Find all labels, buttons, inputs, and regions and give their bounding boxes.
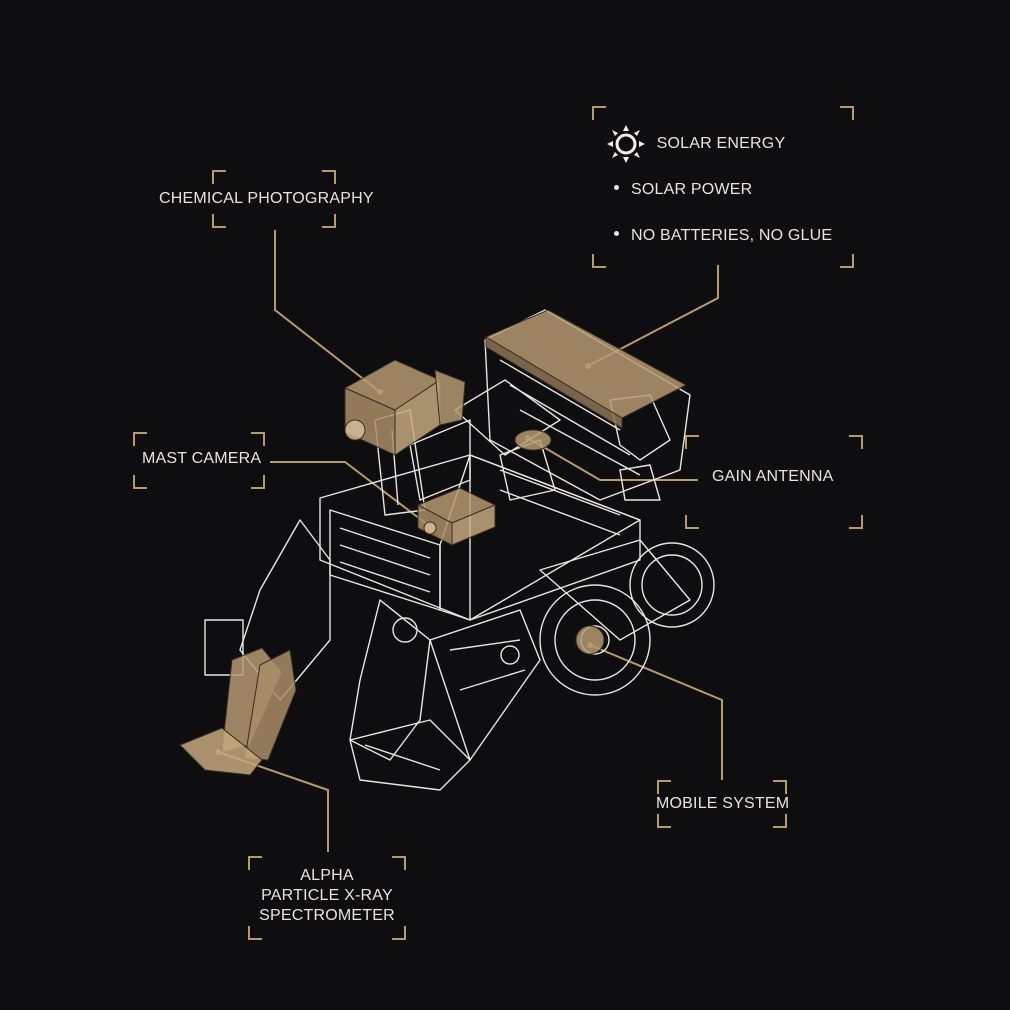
solar-energy-label: SOLAR ENERGY — [656, 135, 786, 152]
leader-gain-antenna — [527, 437, 698, 481]
no-batteries-label: NO BATTERIES, NO GLUE — [631, 227, 833, 244]
bullet-dot — [614, 185, 619, 191]
leader-chemical-photography — [274, 230, 381, 393]
solar-power-label: SOLAR POWER — [631, 181, 753, 198]
mast-camera-label: MAST CAMERA — [142, 450, 262, 467]
alpha-line-1: ALPHA — [300, 867, 354, 884]
alpha-box — [248, 856, 406, 940]
mobile-system-box — [657, 780, 787, 828]
alpha-label: ALPHA PARTICLE X-RAY SPECTROMETER — [248, 866, 406, 926]
leader-solar — [587, 265, 719, 367]
solar-energy-box — [592, 106, 854, 268]
leader-mast-camera — [270, 461, 433, 529]
alpha-line-3: SPECTROMETER — [259, 907, 395, 924]
solar-energy-row: SOLAR ENERGY — [606, 124, 785, 164]
alpha-line-2: PARTICLE X-RAY — [261, 887, 393, 904]
leader-lines — [217, 230, 723, 852]
leader-mobile-system — [589, 644, 723, 780]
gain-antenna-box — [685, 435, 863, 529]
no-batteries-row: NO BATTERIES, NO GLUE — [614, 227, 832, 245]
gain-antenna-label: GAIN ANTENNA — [712, 468, 834, 485]
wheel-right-front — [539, 584, 651, 696]
bullet-dot — [614, 231, 619, 237]
antenna-dish — [514, 429, 552, 451]
solar-power-row: SOLAR POWER — [614, 181, 752, 199]
chemical-photography-box — [212, 170, 336, 228]
chemical-photography-label: CHEMICAL PHOTOGRAPHY — [159, 190, 374, 207]
wood-parts — [179, 309, 688, 776]
wheel-left-rear — [349, 719, 471, 791]
sun-icon — [607, 125, 645, 163]
mast-camera-box-label — [133, 432, 265, 489]
wheel-right-rear — [629, 542, 715, 628]
rover-illustration — [204, 309, 715, 791]
mobile-system-label: MOBILE SYSTEM — [656, 795, 790, 812]
